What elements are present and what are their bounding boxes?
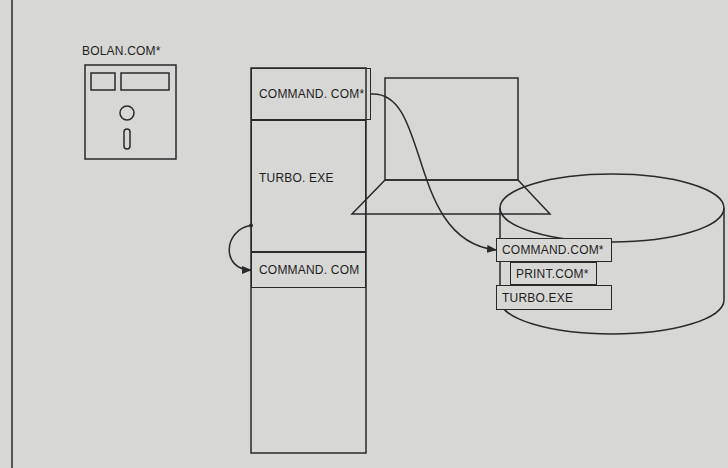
file-label: PRINT.COM* <box>516 267 589 281</box>
floppy-disk: BOLAN.COM* <box>82 44 182 165</box>
monitor <box>352 78 550 214</box>
flow-arrow <box>371 94 496 250</box>
margin-line <box>11 0 13 468</box>
disk-drive <box>500 174 724 334</box>
file-label: TURBO.EXE <box>502 291 573 305</box>
disk-file: PRINT.COM* <box>510 262 597 285</box>
file-label: COMMAND.COM* <box>502 243 604 257</box>
memory-block: TURBO. EXE <box>251 120 366 252</box>
flow-arrow <box>229 226 251 270</box>
memory-column <box>251 68 366 453</box>
memory-block: COMMAND. COM <box>251 252 366 288</box>
disk-file: TURBO.EXE <box>496 285 612 310</box>
memory-block: COMMAND. COM* <box>251 68 371 120</box>
file-label: COMMAND. COM* <box>259 87 364 101</box>
disk-file: COMMAND.COM* <box>496 238 612 262</box>
file-label: BOLAN.COM* <box>82 44 161 58</box>
floppy-icon <box>82 64 177 161</box>
file-label: TURBO. EXE <box>259 171 334 185</box>
file-label: COMMAND. COM <box>259 263 359 277</box>
